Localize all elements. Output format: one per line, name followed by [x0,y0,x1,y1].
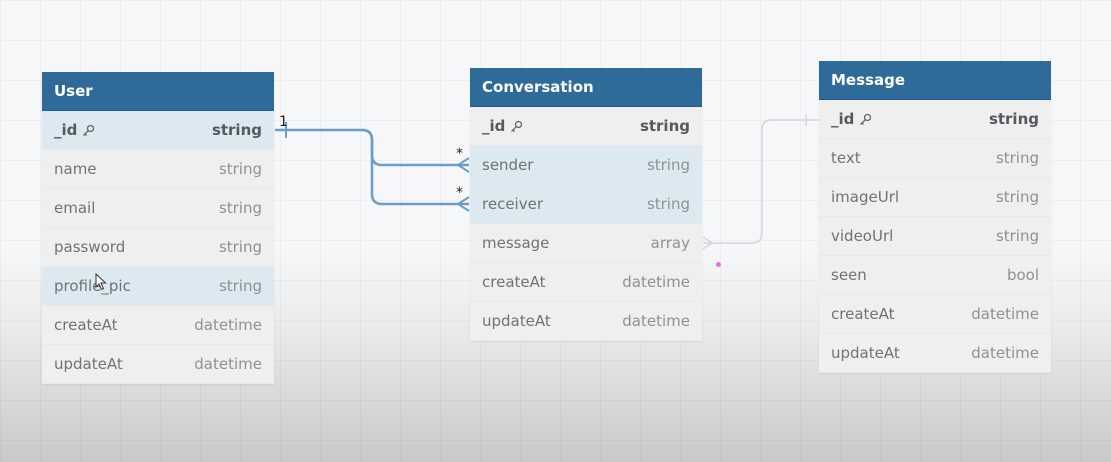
table-message-title[interactable]: Message [819,61,1051,100]
field-name: updateAt [482,312,551,330]
relation-many-label-receiver: * [456,185,463,201]
crowfoot-receiver [456,196,470,212]
field-name: receiver [482,195,543,213]
key-icon [82,124,95,137]
table-row[interactable]: profile_pic string [42,267,274,306]
table-row[interactable]: sender string [470,146,702,185]
field-name: createAt [482,273,546,291]
field-type: string [218,277,262,295]
table-row[interactable]: email string [42,189,274,228]
field-type: datetime [622,273,690,291]
table-row[interactable]: videoUrl string [819,217,1051,256]
field-type: string [995,188,1039,206]
field-type: string [995,227,1039,245]
field-type: string [211,121,262,139]
pointer-dot [716,262,721,267]
field-name: sender [482,156,534,174]
field-type: string [639,117,690,135]
relation-one-label: 1 [279,114,288,130]
field-name: imageUrl [831,188,900,206]
table-user-title[interactable]: User [42,72,274,111]
table-row[interactable]: receiver string [470,185,702,224]
relation-message-conversation[interactable] [703,119,819,244]
table-row[interactable]: name string [42,150,274,189]
field-name: name [54,160,97,178]
table-user[interactable]: User _id string name string email string… [42,72,274,384]
field-type: string [218,199,262,217]
relation-user-receiver[interactable] [361,128,469,206]
crowfoot-message [702,236,714,250]
field-name: _id [831,110,855,128]
field-name: createAt [54,316,118,334]
field-name: _id [482,117,506,135]
field-name: updateAt [54,355,123,373]
field-type: datetime [622,312,690,330]
table-row[interactable]: password string [42,228,274,267]
field-name: email [54,199,96,217]
field-name: _id [54,121,78,139]
key-icon [510,120,523,133]
table-conversation[interactable]: Conversation _id string sender string re… [470,68,702,341]
relation-many-label-sender: * [456,146,463,162]
table-row[interactable]: updateAt datetime [470,302,702,341]
field-name: updateAt [831,344,900,362]
field-type: string [995,149,1039,167]
field-type: string [646,156,690,174]
field-name: message [482,234,550,252]
field-name: seen [831,266,867,284]
field-name: profile_pic [54,277,131,295]
table-row[interactable]: _id string [42,111,274,150]
crowfoot-sender [456,157,470,173]
field-name: password [54,238,126,256]
field-type: string [218,160,262,178]
table-conversation-title[interactable]: Conversation [470,68,702,107]
field-type: string [988,110,1039,128]
field-type: bool [1006,266,1039,284]
field-type: string [646,195,690,213]
table-row[interactable]: imageUrl string [819,178,1051,217]
field-name: text [831,149,861,167]
table-row[interactable]: message array [470,224,702,263]
field-type: string [218,238,262,256]
field-name: videoUrl [831,227,894,245]
key-icon [859,113,872,126]
table-row[interactable]: createAt datetime [470,263,702,302]
table-row[interactable]: _id string [470,107,702,146]
table-row[interactable]: updateAt datetime [42,345,274,384]
field-type: datetime [971,344,1039,362]
table-row[interactable]: seen bool [819,256,1051,295]
field-type: datetime [971,305,1039,323]
table-message[interactable]: Message _id string text string imageUrl … [819,61,1051,373]
field-name: createAt [831,305,895,323]
table-row[interactable]: updateAt datetime [819,334,1051,373]
table-row[interactable]: createAt datetime [42,306,274,345]
mouse-cursor-icon [95,272,107,295]
table-row[interactable]: createAt datetime [819,295,1051,334]
table-row[interactable]: text string [819,139,1051,178]
field-type: array [650,234,690,252]
table-row[interactable]: _id string [819,100,1051,139]
field-type: datetime [194,316,262,334]
field-type: datetime [194,355,262,373]
